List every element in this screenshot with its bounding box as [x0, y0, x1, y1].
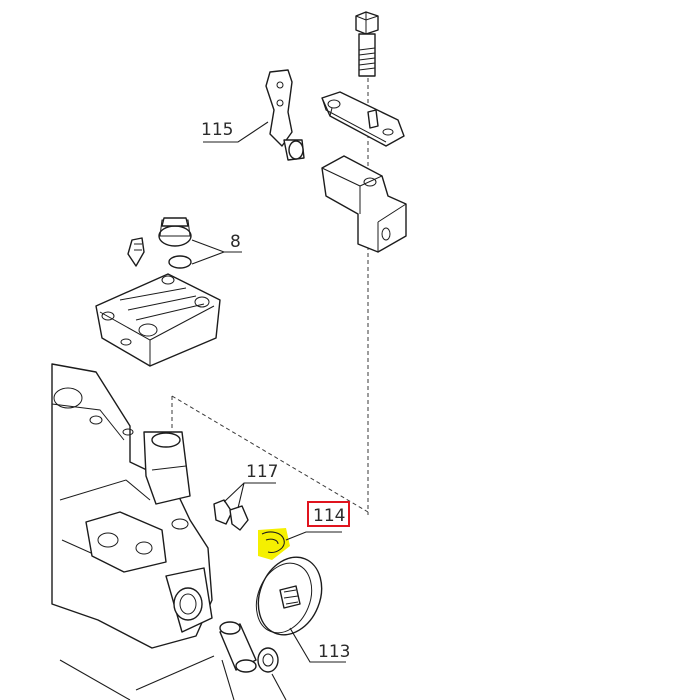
leader-bottom-1 [135, 655, 215, 691]
leader-8 [191, 239, 242, 265]
leader-bottom-2 [221, 659, 235, 700]
bracket-plate [321, 91, 405, 147]
leader-117 [223, 482, 276, 509]
part-8-fittings [127, 217, 192, 269]
cover-plate [95, 273, 221, 367]
callout-114: 114 [313, 506, 345, 526]
leader-115 [203, 121, 269, 143]
bushing [219, 621, 257, 673]
assembly-line-diagonal [171, 395, 369, 513]
bolt [355, 11, 379, 77]
transmission-housing [51, 363, 213, 649]
lever-115 [265, 69, 305, 161]
callout-8: 8 [230, 232, 241, 252]
highlight-box-114 [307, 501, 350, 527]
callout-113: 113 [318, 642, 350, 662]
highlighted-part-114 [258, 528, 290, 560]
disc-113 [255, 556, 323, 636]
leader-bottom-3 [271, 673, 287, 700]
callout-115: 115 [201, 120, 233, 140]
leader-114 [285, 531, 342, 541]
housing-block [321, 155, 407, 253]
highlight-fill [258, 528, 290, 560]
clips-117 [213, 499, 249, 531]
leader-bottom-4 [59, 659, 131, 700]
callout-117: 117 [246, 462, 278, 482]
leader-113 [289, 627, 346, 663]
washer [257, 647, 279, 673]
